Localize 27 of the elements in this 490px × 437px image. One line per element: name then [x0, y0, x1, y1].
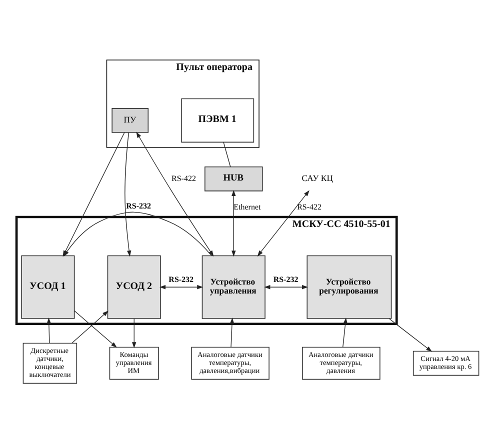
- arrow: [136, 131, 214, 256]
- arrow: [74, 310, 117, 348]
- node-text: САУ КЦ: [302, 172, 333, 183]
- node-box: УСОД 2: [107, 254, 161, 318]
- node-box: Устройство регулирования: [306, 254, 392, 318]
- node-box: ПЭВМ 1: [181, 98, 254, 142]
- node-box: Аналоговые датчики температуры, давления,вибрации: [191, 346, 270, 380]
- arrow: [388, 318, 432, 352]
- node-box: Команды управления ИМ: [109, 346, 159, 380]
- node-box: Аналоговые датчики температуры, давления: [302, 346, 380, 380]
- arrow: [46, 317, 51, 343]
- arrow: [342, 317, 348, 347]
- arrow: [160, 284, 204, 289]
- node-box: Сигнал 4-20 мА управления кр. 6: [412, 350, 480, 376]
- connector: [223, 142, 231, 167]
- arrow: [264, 284, 308, 289]
- arrow: [132, 318, 136, 348]
- node-box: Дискретные датчики, концевые выключатели: [22, 342, 78, 384]
- node-box: ПУ: [112, 108, 149, 132]
- arrow: [232, 190, 236, 256]
- arrow: [124, 132, 132, 256]
- node-box: Устройство управления: [202, 254, 266, 318]
- node-box: HUB: [204, 166, 263, 191]
- arrow: [257, 190, 310, 256]
- node-box: УСОД 1: [21, 254, 75, 318]
- arrow: [72, 310, 108, 343]
- arrow: [230, 317, 234, 347]
